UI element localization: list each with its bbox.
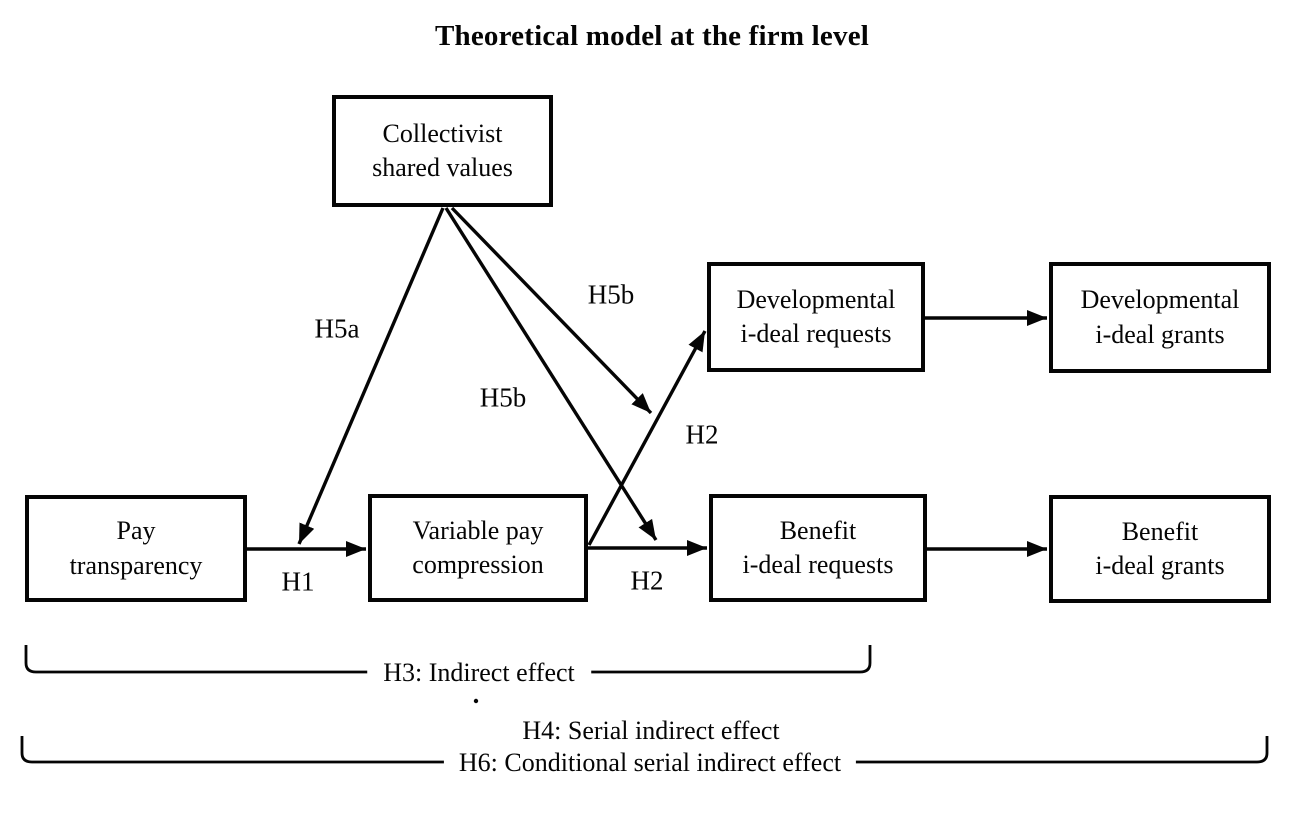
box-collectivist-shared-values: Collectivist shared values [332,95,553,207]
label-h2-developmental: H2 [685,419,719,450]
box-pay-transparency: Pay transparency [25,495,247,602]
box-developmental-ideal-requests: Developmental i-deal requests [707,262,925,372]
box-developmental-ideal-grants: Developmental i-deal grants [1049,262,1271,373]
arrow-h5a [297,207,445,545]
dot-artifact [473,698,479,704]
label-h5a: H5a [314,313,360,344]
arrow-h5b-lower [444,207,658,541]
label-h3-indirect-effect: H3: Indirect effect [367,658,591,688]
label-h5b-lower: H5b [479,382,527,413]
label-h1: H1 [281,566,315,597]
arrow-h5b-upper [450,206,653,415]
box-variable-pay-compression: Variable pay compression [368,494,588,602]
label-h5b-upper: H5b [587,279,635,310]
label-h4-serial-indirect-effect: H4: Serial indirect effect [522,716,780,745]
label-h6-conditional-serial-indirect-effect: H6: Conditional serial indirect effect [443,748,857,778]
arrow-h2-developmental [587,330,707,546]
box-benefit-ideal-grants: Benefit i-deal grants [1049,495,1271,603]
figure-title: Theoretical model at the firm level [434,20,870,52]
box-benefit-ideal-requests: Benefit i-deal requests [709,494,927,602]
label-h2-benefit: H2 [630,565,664,596]
